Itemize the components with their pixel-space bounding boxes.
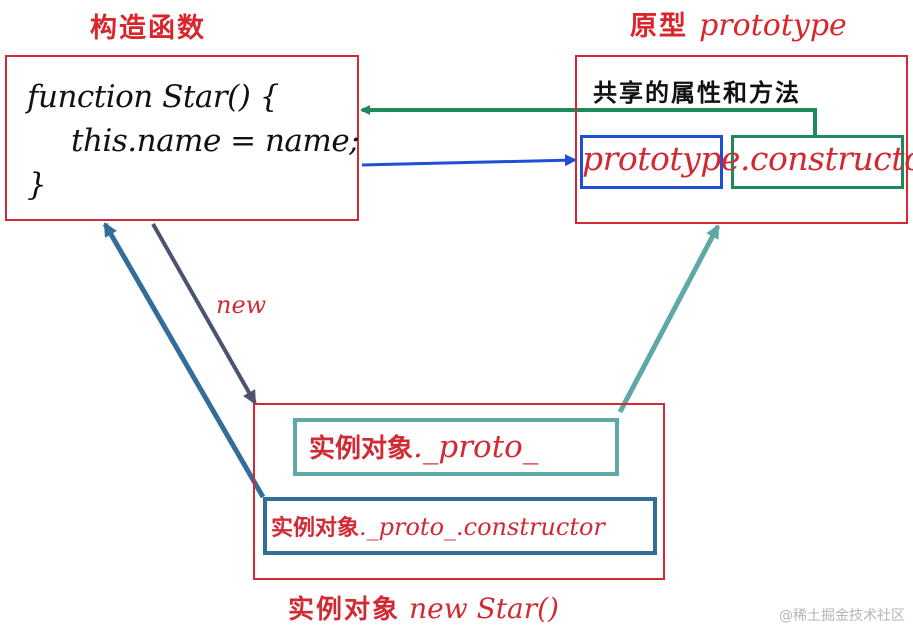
- constructor-part-box: [731, 135, 904, 189]
- instance-constructor-cn: 实例对象: [271, 516, 360, 541]
- code-line-1: function Star() {: [27, 79, 279, 115]
- constructor-title: 构造函数: [90, 13, 206, 44]
- new-label: new: [216, 291, 267, 319]
- prototype-part-box: [580, 135, 723, 189]
- instance-constructor-en: ._proto_.constructor: [359, 513, 605, 541]
- instance-constructor-box: 实例对象._proto_.constructor: [263, 497, 657, 555]
- code-line-3: }: [27, 167, 47, 203]
- arrow-new-to-instance: [151, 223, 257, 405]
- instance-title: 实例对象 new Star(): [288, 589, 559, 626]
- prototype-title-cn: 原型: [630, 11, 688, 42]
- arrow-function-to-prototype: [361, 154, 577, 167]
- arrow-constructor-to-function: [360, 105, 817, 136]
- prototype-part-text: prototype: [582, 139, 740, 178]
- instance-proto-en: ._proto_: [413, 429, 539, 465]
- instance-title-cn: 实例对象: [288, 595, 401, 625]
- constructor-part-text: .constructor: [739, 139, 913, 178]
- instance-proto-cn: 实例对象: [309, 434, 414, 464]
- prototype-title-en: prototype: [699, 8, 847, 43]
- prototype-constructor-text: prototype.constructor: [582, 139, 913, 178]
- watermark: @稀土掘金技术社区: [779, 608, 905, 624]
- instance-proto-box: 实例对象._proto_: [293, 418, 619, 476]
- code-line-2: this.name = name;: [71, 123, 360, 159]
- prototype-title: 原型 prototype: [630, 4, 847, 43]
- instance-title-en: new Star(): [409, 592, 559, 625]
- prototype-box: 共享的属性和方法: [575, 55, 908, 224]
- arrow-instance-constructor-to-function: [102, 222, 266, 499]
- constructor-function-box: function Star() { this.name = name; }: [5, 55, 360, 221]
- instance-box: [253, 403, 665, 580]
- shared-members-label: 共享的属性和方法: [593, 79, 801, 107]
- arrow-proto-to-prototype: [617, 224, 721, 414]
